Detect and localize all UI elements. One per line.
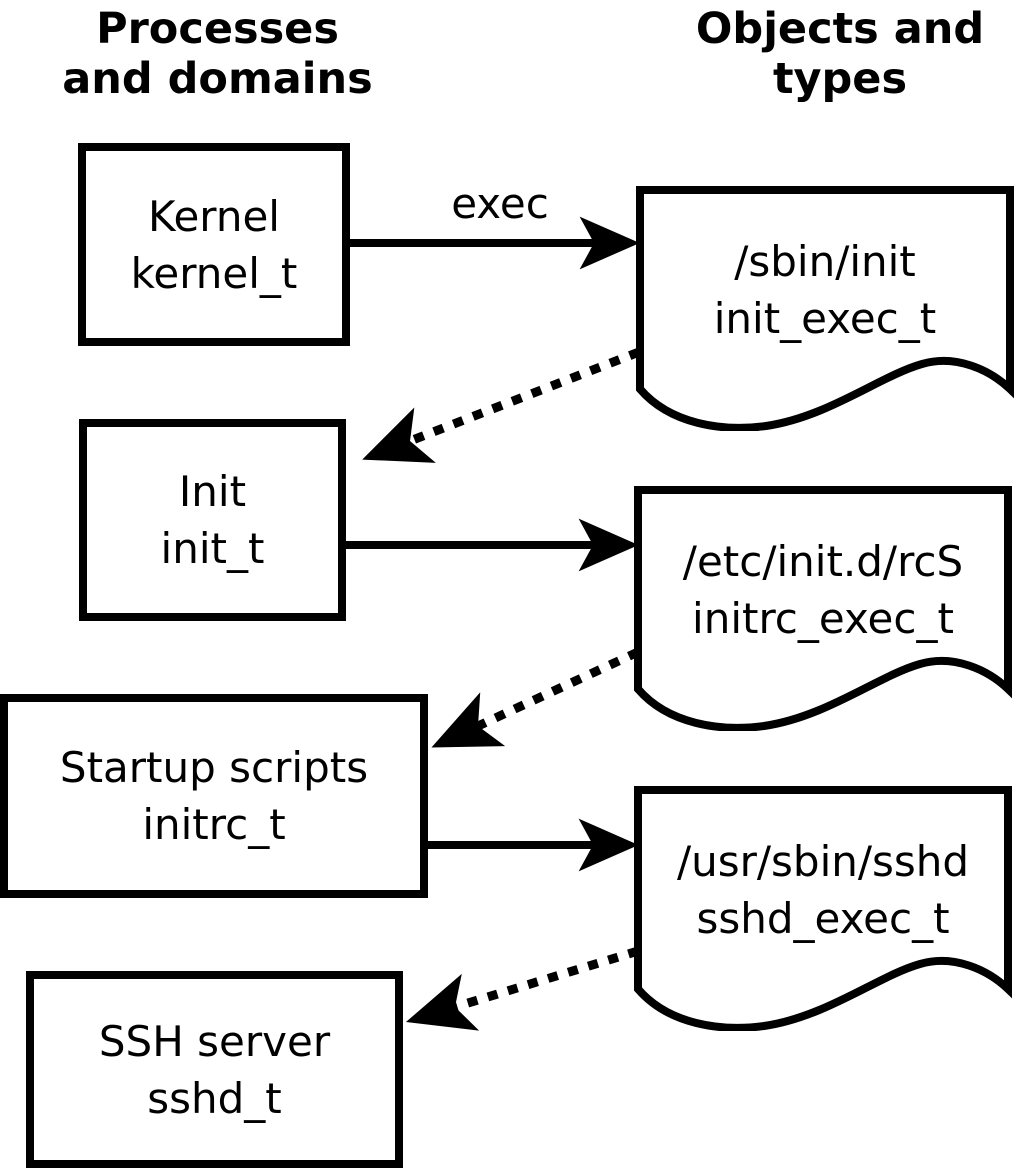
process-box-startup-scripts: Startup scripts initrc_t	[0, 694, 428, 898]
process-box-kernel: Kernel kernel_t	[78, 143, 350, 346]
process-domain: init_t	[160, 524, 265, 573]
column-header-processes: Processes and domains	[5, 4, 430, 104]
process-name: Init	[178, 467, 247, 516]
object-type: sshd_exec_t	[696, 893, 950, 943]
header-line: Objects and	[695, 4, 985, 54]
header-line: Processes	[96, 4, 339, 54]
process-name: Startup scripts	[59, 743, 369, 792]
transition-arrow-rcs-to-initrc-t	[431, 647, 640, 748]
document-shape	[634, 786, 1012, 1031]
column-header-objects: Objects and types	[655, 4, 1024, 104]
process-domain: initrc_t	[142, 800, 286, 849]
object-type: initrc_exec_t	[692, 593, 954, 643]
process-domain: sshd_t	[147, 1073, 282, 1123]
object-doc-etc-initd-rcs: /etc/init.d/rcS initrc_exec_t	[634, 486, 1012, 731]
document-shape	[634, 486, 1012, 731]
header-line: and domains	[62, 54, 373, 104]
object-path: /etc/init.d/rcS	[682, 536, 964, 586]
process-name: SSH server	[98, 1016, 331, 1066]
process-box-init: Init init_t	[79, 419, 346, 621]
process-box-ssh-server: SSH server sshd_t	[26, 971, 403, 1168]
process-name: Kernel	[148, 191, 280, 241]
header-line: types	[772, 54, 908, 104]
transition-arrow-sbin-init-to-init-t	[362, 347, 641, 463]
process-domain: kernel_t	[130, 248, 298, 298]
object-path: /sbin/init	[734, 236, 916, 286]
object-doc-sbin-init: /sbin/init init_exec_t	[636, 186, 1014, 431]
document-shape	[636, 186, 1014, 431]
object-path: /usr/sbin/sshd	[676, 836, 970, 886]
exec-arrow-label: exec	[451, 179, 549, 228]
transition-arrow-sshd-to-sshd-t	[405, 946, 640, 1031]
object-doc-usr-sbin-sshd: /usr/sbin/sshd sshd_exec_t	[634, 786, 1012, 1031]
object-type: init_exec_t	[713, 293, 937, 343]
